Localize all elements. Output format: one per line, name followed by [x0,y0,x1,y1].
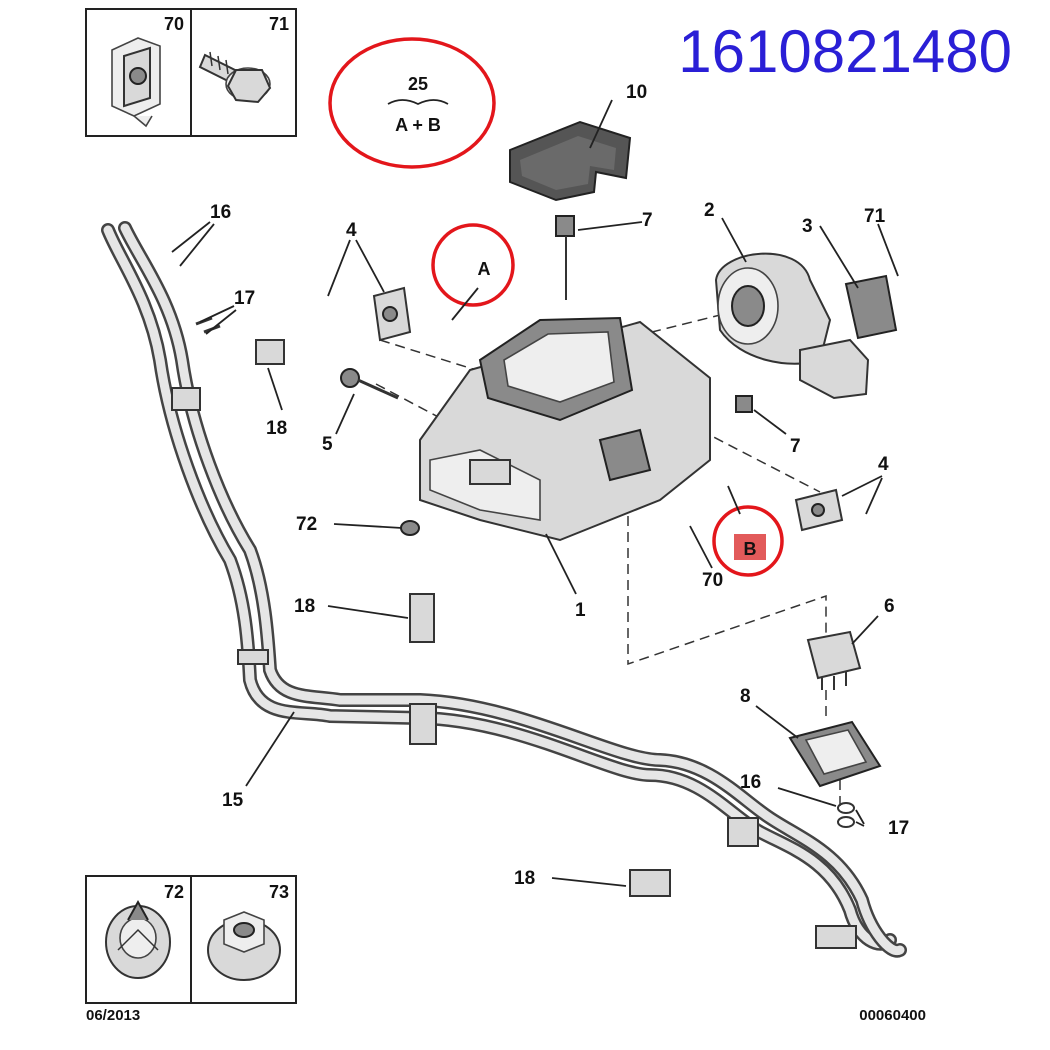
callout-circle [328,37,496,169]
flap-actuator-right [794,488,844,532]
blower-hub [731,285,765,327]
blower-resistor [806,630,862,690]
part-label-7-lower: 7 [790,436,801,457]
reference-number: 1610821480 [678,18,1012,85]
brace-mark [387,99,449,106]
part-label-2: 2 [704,200,715,221]
callout-b: B [712,485,784,577]
inset-box-bottom: 72 73 [85,875,297,1004]
part-label-4-right: 4 [878,454,889,475]
leader-lines [171,99,899,887]
grommet-icon [105,899,171,979]
blower-duct [799,338,870,400]
pipe-clamp [409,703,437,745]
actuator-motor [598,428,652,482]
housing-vent [469,459,511,485]
inset-label-73: 73 [269,882,289,902]
control-module [788,720,882,788]
part-label-3: 3 [802,216,813,237]
o-ring-17b [837,802,855,814]
part-label-5: 5 [322,434,333,455]
part-label-10: 10 [626,82,647,103]
part-label-18-upper: 18 [266,418,287,439]
inset-box-top: 70 71 [85,8,297,137]
hex-flange-nut-icon [207,911,281,981]
grommet-72 [400,520,420,536]
callout-group-25: 25 A + B [328,37,496,169]
hvac-housing [419,316,711,542]
part-label-4-left: 4 [346,220,357,241]
fitting-18b [409,593,435,643]
flange-screw-icon [198,51,272,104]
flap-actuator-left [372,286,412,342]
drawing-code: 00060400 [859,1007,926,1024]
blower-fan [714,252,870,400]
callout-group-members: A + B [395,115,441,135]
fitting-18a [255,339,285,365]
part-label-72: 72 [296,514,317,535]
part-label-17-bottom: 17 [888,818,909,839]
pipe-inner-a [103,225,895,949]
part-label-7-top: 7 [642,210,653,231]
clip-nut-icon [111,37,161,128]
callout-circle [712,505,784,577]
inset-label-72: 72 [164,882,184,902]
inset-label-70: 70 [164,14,184,34]
part-label-8: 8 [740,686,751,707]
callout-b-letter: B [744,539,757,559]
part-label-15: 15 [222,790,244,811]
inset-label-71: 71 [269,14,289,34]
part-label-1: 1 [575,600,586,621]
fitting-18c [629,869,671,897]
housing-lid [503,331,615,403]
pipe-clamp [237,649,269,665]
temperature-sensor [340,368,399,400]
part-label-71: 71 [864,206,886,227]
pipe-clamp [171,387,201,411]
part-label-6: 6 [884,596,895,617]
callout-circle [431,223,515,307]
part-label-70: 70 [702,570,723,591]
callout-group-number: 25 [408,74,428,94]
callout-a: A [431,223,515,321]
part-label-18-middle: 18 [294,596,315,617]
pipe-clamp [815,925,857,949]
pipe-clamp [727,817,759,847]
evaporator-sensor [555,215,575,300]
callout-a-letter: A [478,259,491,279]
part-label-18-lower: 18 [514,868,535,889]
sensor-lower [735,395,753,413]
pollen-filter-inner [520,136,616,190]
callout-b-marker [734,534,766,560]
date-code: 06/2013 [86,1007,140,1024]
o-ring-17b [837,816,855,828]
part-label-16-top: 16 [210,202,231,223]
cabin-air-module [844,274,898,340]
part-label-17-top: 17 [234,288,255,309]
ac-pipe-assembly [101,221,907,958]
part-label-16-bottom: 16 [740,772,761,793]
